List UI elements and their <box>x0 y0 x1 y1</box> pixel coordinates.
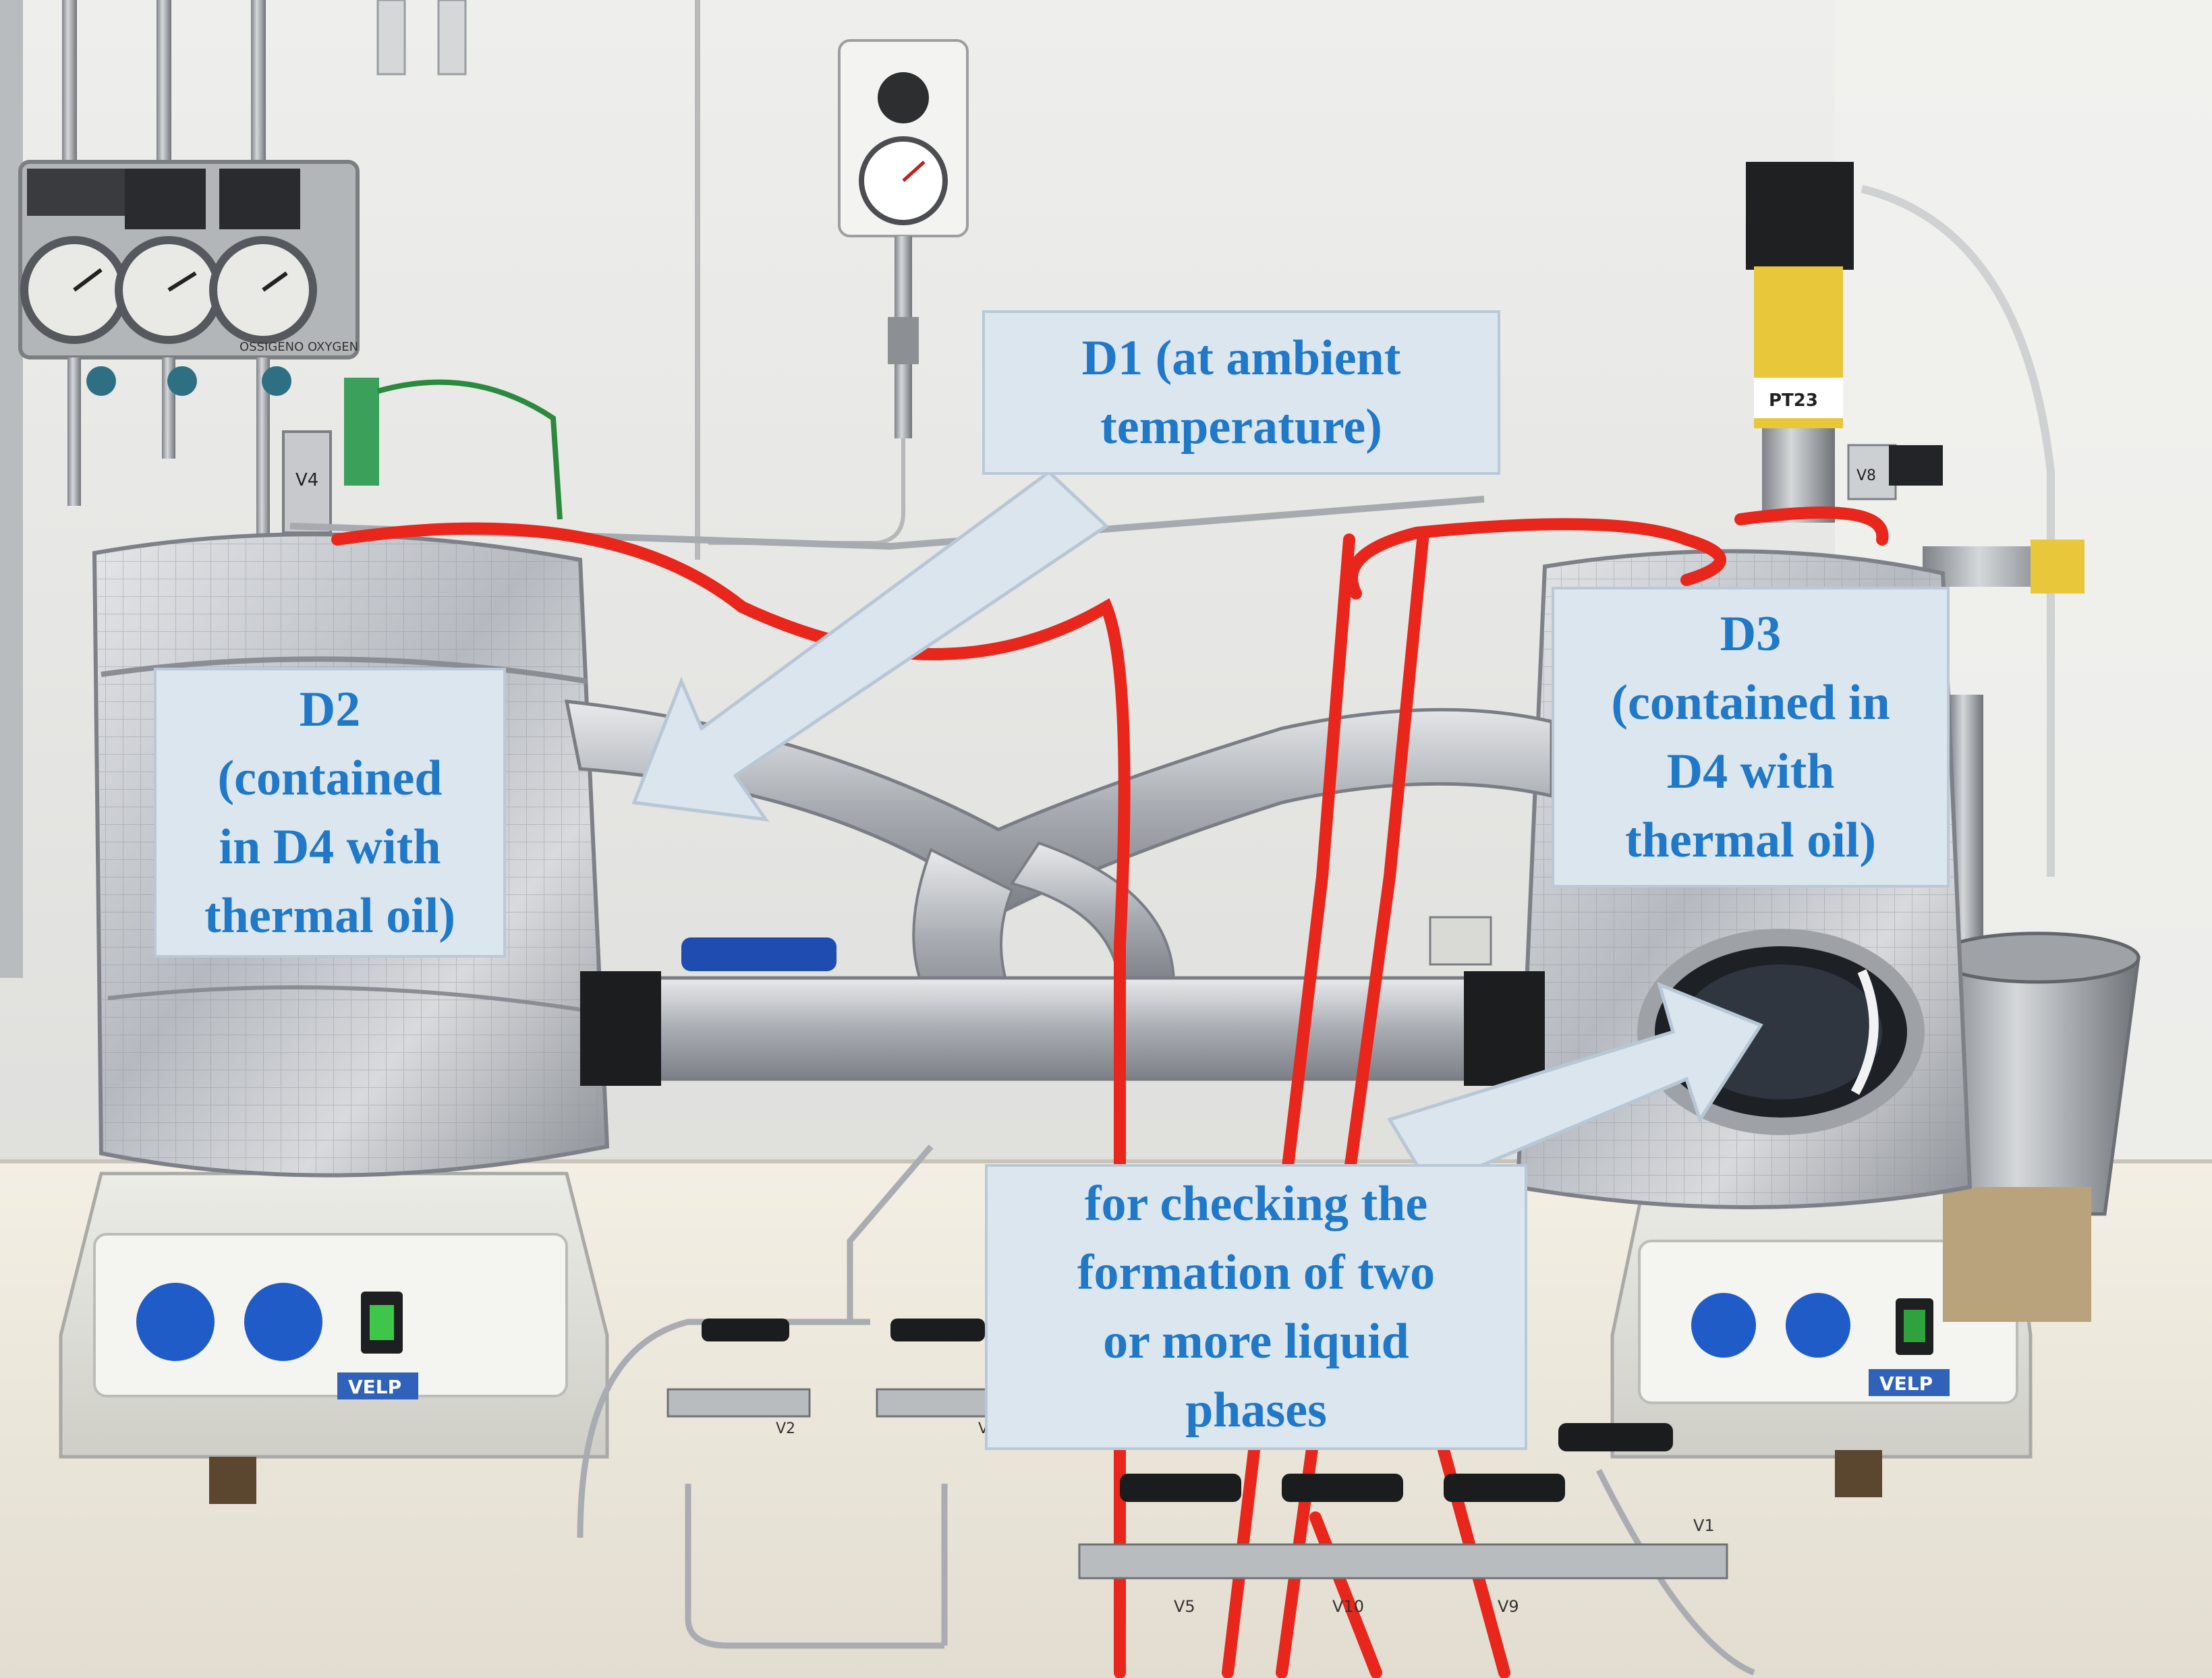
valve-v5-label: V5 <box>1174 1597 1195 1616</box>
left-knob-1-icon <box>136 1283 215 1361</box>
sensor-cable <box>1861 185 2055 877</box>
callout-d1-text: D1 (at ambient temperature) <box>1081 330 1401 455</box>
callout-d2-text: D2 (contained in D4 with thermal oil) <box>204 682 455 944</box>
upper-pipe <box>564 699 1554 1026</box>
arrow-d1 <box>631 469 1109 822</box>
pressure-gauge-3-icon <box>209 236 317 344</box>
callout-liquid-phases: for checking the formation of two or mor… <box>985 1164 1527 1450</box>
wall-regulator <box>695 0 969 560</box>
callout-d3-text: D3 (contained in D4 with thermal oil) <box>1611 606 1890 868</box>
valve-v2-label: V2 <box>776 1420 795 1437</box>
right-fitting <box>1923 540 2085 594</box>
callout-d2: D2 (contained in D4 with thermal oil) <box>154 668 506 958</box>
gauge-plate-label: OSSIGENO OXYGEN <box>239 340 358 354</box>
bench-valves: V2 V6 V5 V10 V9 V1 <box>577 1145 1755 1676</box>
valve-v10-label: V10 <box>1332 1597 1364 1616</box>
callout-liquid-phases-text: for checking the formation of two or mor… <box>1077 1176 1436 1438</box>
pressure-gauge-1-icon <box>20 236 128 344</box>
callout-d3: D3 (contained in D4 with thermal oil) <box>1552 587 1950 888</box>
right-knob-2-icon <box>1786 1293 1850 1358</box>
valve-v8-label: V8 <box>1856 467 1876 484</box>
sensor-tag-label: PT23 <box>1769 390 1818 411</box>
pressure-gauge-2-icon <box>115 236 223 344</box>
thermocouple-connector <box>344 378 563 520</box>
regulator-gauge-icon <box>859 136 948 225</box>
valve-v1-label: V1 <box>1693 1516 1715 1535</box>
left-stirrer-base: VELP <box>59 1171 609 1504</box>
pressure-transmitter: PT23 V8 <box>1746 162 1943 523</box>
valve-v9-label: V9 <box>1498 1597 1519 1616</box>
left-knob-2-icon <box>244 1283 322 1361</box>
right-knob-1-icon <box>1691 1293 1756 1358</box>
steel-beaker <box>1934 695 2140 1322</box>
arrow-sight-glass <box>1387 981 1763 1190</box>
left-brand-label: VELP <box>348 1376 401 1398</box>
callout-d1: D1 (at ambient temperature) <box>982 310 1500 475</box>
right-brand-label: VELP <box>1879 1372 1933 1395</box>
valve-v4-label: V4 <box>295 470 318 490</box>
gas-panel: OSSIGENO OXYGEN V4 <box>0 0 467 978</box>
